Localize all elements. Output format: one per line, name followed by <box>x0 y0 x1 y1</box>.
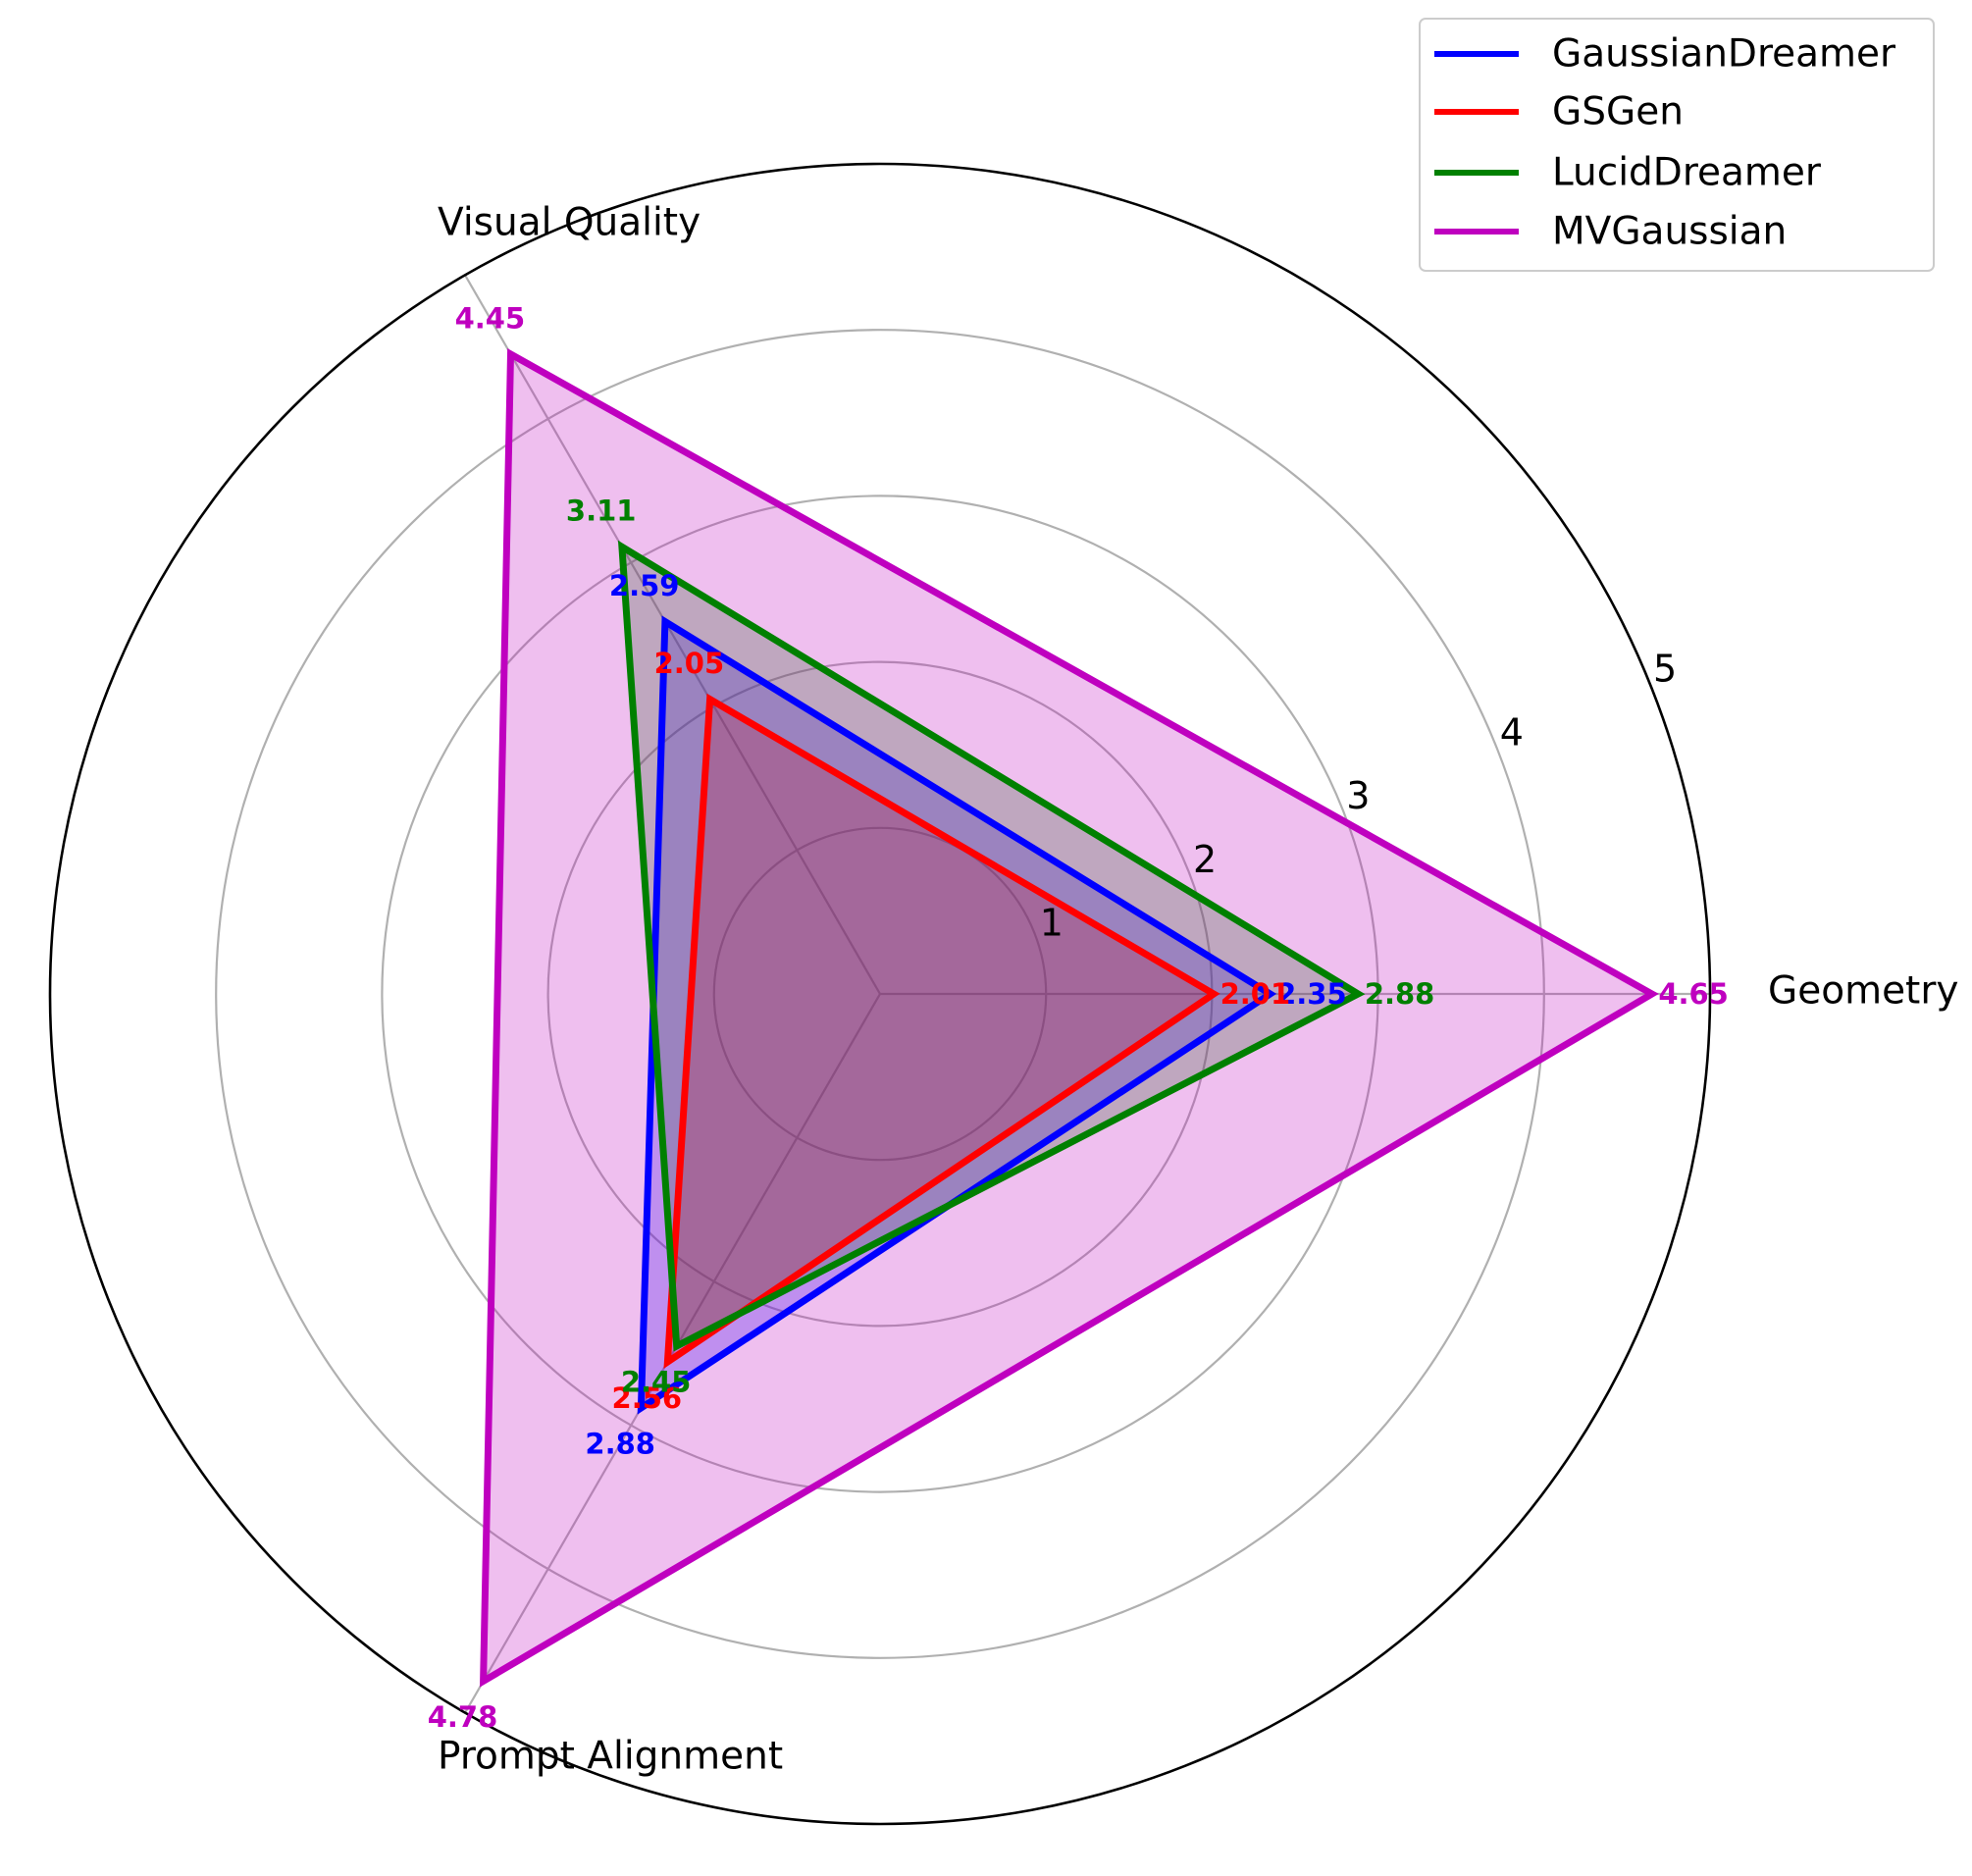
tick-label-2: 2 <box>1193 838 1217 881</box>
value-labels: 2.35 2.59 2.88 2.01 2.05 2.56 2.88 3.11 2.45 4.65… <box>428 301 1729 1734</box>
legend-label-mvgaussian: MVGaussian <box>1552 210 1787 254</box>
legend-label-gaussiandreamer: GaussianDreamer <box>1552 32 1896 77</box>
value-label-gaussiandreamer-geometry: 2.35 <box>1276 977 1347 1011</box>
series-line-luciddreamer <box>617 540 1366 1352</box>
legend: GaussianDreamer GSGen LucidDreamer MVGau… <box>1419 18 1935 272</box>
tick-label-5: 5 <box>1653 648 1677 691</box>
value-label-luciddreamer-prompt-alignment: 2.45 <box>621 1366 692 1399</box>
spoke-visual-quality <box>464 274 881 995</box>
legend-label-luciddreamer: LucidDreamer <box>1552 151 1822 195</box>
tick-label-1: 1 <box>1040 902 1064 945</box>
tick-label-3: 3 <box>1346 774 1370 817</box>
axis-label-prompt-alignment: Prompt Alignment <box>438 1735 783 1779</box>
radial-tick-labels: 1 2 3 4 5 <box>1040 648 1677 945</box>
axis-label-visual-quality: Visual Quality <box>438 201 701 245</box>
outer-frame-circle <box>48 162 1712 1826</box>
legend-label-gsgen: GSGen <box>1552 90 1684 134</box>
value-label-gsgen-geometry: 2.01 <box>1220 977 1291 1011</box>
value-label-luciddreamer-visual-quality: 3.11 <box>566 495 637 528</box>
series-line-gsgen <box>663 693 1220 1369</box>
value-label-luciddreamer-geometry: 2.88 <box>1365 977 1435 1011</box>
value-label-gaussiandreamer-visual-quality: 2.59 <box>609 569 680 602</box>
value-label-gaussiandreamer-prompt-alignment: 2.88 <box>585 1428 655 1461</box>
value-label-mvgaussian-visual-quality: 4.45 <box>455 301 526 335</box>
legend-frame <box>1419 18 1935 272</box>
value-label-gsgen-visual-quality: 2.05 <box>654 647 725 680</box>
series-line-mvgaussian <box>479 347 1659 1688</box>
value-label-mvgaussian-prompt-alignment: 4.78 <box>428 1700 498 1734</box>
spoke-prompt-alignment <box>464 993 881 1714</box>
value-label-mvgaussian-geometry: 4.65 <box>1658 977 1729 1011</box>
axis-label-geometry: Geometry <box>1768 969 1958 1014</box>
series-fill-luciddreamer <box>621 547 1359 1346</box>
axis-labels: Geometry Visual Quality Prompt Alignment <box>438 201 1958 1779</box>
series-fill-mvgaussian <box>483 353 1652 1682</box>
series-lines <box>479 347 1659 1688</box>
series-fill-gaussiandreamer <box>641 621 1271 1408</box>
tick-label-4: 4 <box>1500 710 1524 754</box>
series-fill-gsgen <box>667 699 1215 1363</box>
radar-grid <box>215 274 1710 1714</box>
value-label-gsgen-prompt-alignment: 2.56 <box>612 1381 683 1415</box>
series-fills <box>483 353 1652 1682</box>
